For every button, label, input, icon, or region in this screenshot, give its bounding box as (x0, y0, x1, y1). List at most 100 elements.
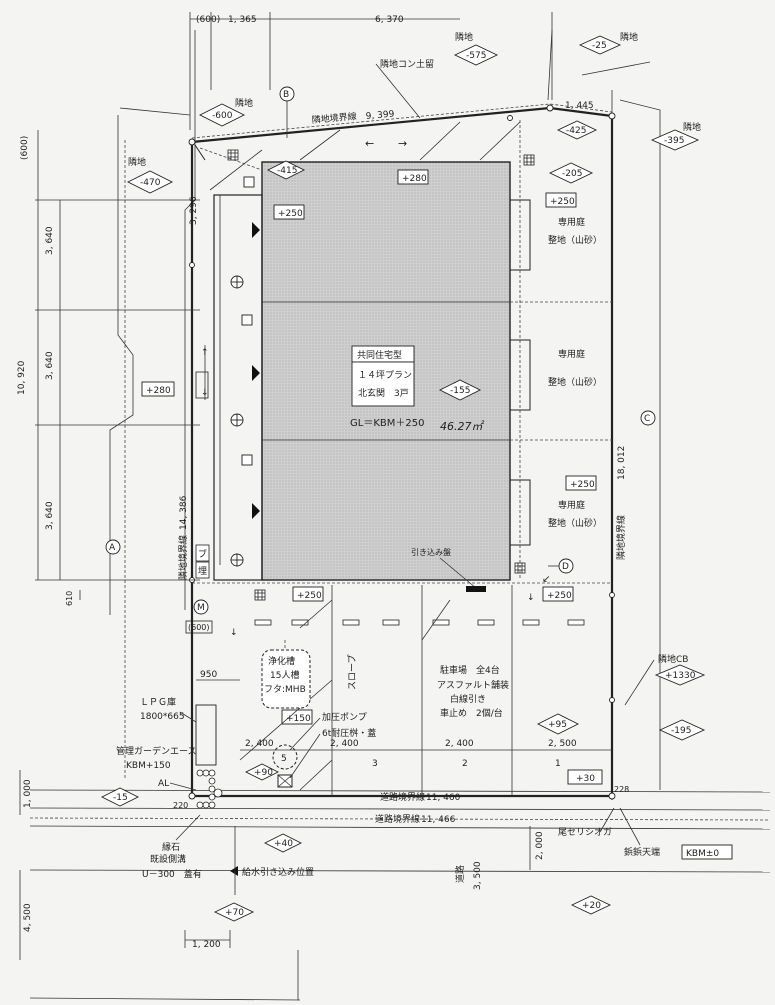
lpg-title: ＬＰＧ庫 (140, 696, 176, 708)
marker-m: M (197, 603, 205, 613)
garden-1-label1: 専用庭 (558, 216, 585, 228)
road-boundary-length-1: 11, 460 (426, 793, 461, 803)
lpg-al: AL (158, 779, 169, 789)
west-small-bu: ブ (198, 548, 207, 560)
tag-m470: -470 (140, 178, 161, 188)
kbm-label: 鋲鋲天端 (624, 846, 660, 858)
svg-text:←: ← (365, 137, 374, 150)
tag-p1330: +1330 (665, 671, 696, 681)
garden-1-label2: 整地（山砂） (548, 234, 602, 246)
tag-p250-a: +250 (550, 197, 575, 207)
rinchi-con-label: 隣地コン土留 (380, 58, 434, 70)
septic-pump: 加圧ポンプ (322, 712, 367, 723)
parking-width-2: 2, 400 (330, 739, 359, 749)
west-small-600: (600) (188, 623, 210, 632)
east-boundary-length: 18, 012 (617, 446, 627, 480)
tag-m195: -195 (671, 726, 691, 736)
dim-top-600: (600) (196, 15, 220, 25)
dim-left-3640-b: 3, 640 (45, 351, 55, 380)
dim-left-3296: 3, 296 (189, 196, 199, 225)
west-boundary-label: 隣地境界線 (177, 535, 189, 580)
septic-l2: 15人槽 (270, 669, 299, 681)
tag-p30: +30 (576, 774, 595, 784)
garden-3-label1: 専用庭 (558, 499, 585, 511)
dim-left-3640-a: 3, 640 (45, 226, 55, 255)
svg-text:↑: ↑ (201, 348, 209, 358)
building-area-note: 46.27㎡ (440, 420, 484, 433)
tag-p95: +95 (548, 720, 567, 730)
svg-text:→: → (398, 137, 407, 150)
tag-m205: -205 (562, 169, 582, 179)
drain-label-2: U－300 蓋有 (142, 868, 202, 880)
west-small-mai: 埋 (198, 566, 207, 577)
septic-five: 5 (281, 754, 287, 764)
parking-line3: 白線引き (450, 693, 486, 705)
parking-num-3: 3 (372, 759, 378, 769)
building-title: 共同住宅型 (357, 349, 402, 361)
tag-p70: +70 (225, 908, 244, 918)
road-1200: 1, 200 (192, 940, 221, 950)
lpg-kbm150: KBM+150 (126, 761, 171, 771)
tag-m395: -395 (664, 136, 684, 146)
building-gl-label: GL＝KBM＋250 (350, 418, 424, 429)
parking-area: ↓ ↓ スロープ 駐車場 全4台 アスファルト舗装 白線引き 車止め 2個/台 … (230, 585, 612, 796)
lpg-tateishi: 縁石 (162, 841, 180, 853)
svg-text:↓: ↓ (527, 593, 535, 603)
septic-l3: フタ:MHB (264, 684, 306, 695)
building-plan-label: １４坪プラン (358, 370, 412, 381)
tag-p90: +90 (254, 768, 273, 778)
tag-m25: -25 (592, 41, 607, 51)
parking-line4: 車止め 2個/台 (440, 707, 503, 719)
svg-text:↓: ↓ (201, 388, 209, 398)
north-boundary-length: 9, 399 (365, 110, 395, 122)
rinchi-label-2: 隣地 (620, 31, 638, 43)
east-boundary-label: 隣地境界線 (615, 515, 627, 560)
north-boundary-label: 隣地境界線 (311, 110, 357, 126)
water-inlet-label: 給水引き込み位置 (242, 866, 314, 878)
seg-1445: 1, 445 (565, 101, 594, 111)
rinchi-label-4: 隣地 (128, 156, 146, 168)
parking-line2: アスファルト舗装 (437, 679, 509, 691)
tag-m155: -155 (450, 386, 470, 396)
west-boundary-length: 14, 386 (179, 495, 189, 530)
lpg-size: 1800*665 (140, 712, 185, 722)
tag-m600: -600 (212, 111, 233, 121)
dim-left-10920: 10, 920 (17, 360, 27, 395)
drain-label-1: 既設側溝 (150, 853, 186, 865)
garden-3-label2: 整地（山砂） (548, 517, 602, 529)
rinchi-label-1: 隣地 (455, 31, 473, 43)
svg-text:↙: ↙ (542, 574, 550, 585)
boundary-points (188, 104, 616, 800)
lpg-950: 950 (200, 670, 217, 680)
tag-p40: +40 (274, 839, 293, 849)
lpg-cluster: 950 ＬＰＧ庫 1800*665 管理ガーデンエース KBM+150 AL 2… (116, 670, 240, 853)
lpg-220: 220 (173, 801, 188, 810)
septic-l1: 浄化槽 (268, 655, 295, 667)
building-entrance-label: 北玄関 3戸 (358, 387, 409, 399)
rinchi-cb-label: 隣地CB (658, 653, 688, 665)
marker-b: B (283, 90, 289, 100)
tag-p280-top: +280 (402, 174, 427, 184)
marker-c: C (644, 414, 650, 424)
slope-label: スロープ (347, 655, 358, 690)
marker-a: A (109, 543, 116, 553)
road-boundary-label-2: 道路境界線 (375, 813, 420, 825)
tag-p250-d: +250 (297, 591, 322, 601)
tag-p20: +20 (582, 901, 601, 911)
hikikomi-label: 引き込み盤 (411, 547, 451, 557)
parking-width-1: 2, 400 (245, 739, 274, 749)
rinchi-label-3: 隣地 (235, 97, 253, 109)
road-228: 228 (614, 785, 629, 794)
parking-num-1: 1 (555, 759, 561, 769)
lpg-garden-ace: 管理ガーデンエース (116, 745, 197, 757)
dim-top-6370: 6, 370 (375, 15, 404, 25)
road-boundary-label-1: 道路境界線 (380, 791, 425, 803)
dim-left-3640-c: 3, 640 (45, 501, 55, 530)
tag-m575: -575 (466, 51, 486, 61)
svg-text:↓: ↓ (230, 628, 238, 638)
septic-tank-label: 6t耐圧桝・蓋 (322, 727, 376, 739)
tag-p150: +150 (286, 714, 311, 724)
road-label: 道路 (454, 865, 466, 883)
dim-left-1000: 1, 000 (23, 779, 33, 808)
